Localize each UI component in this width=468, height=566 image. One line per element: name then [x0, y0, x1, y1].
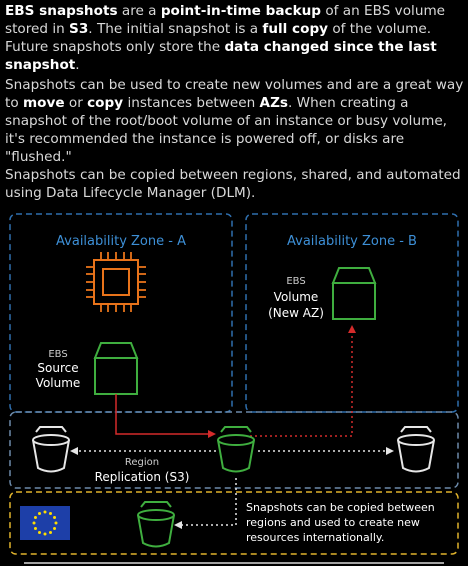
restore-to-new-az-arrow — [250, 325, 356, 437]
eu-star-icon — [33, 516, 37, 519]
intro-paragraph-1: EBS snapshots are a point-in-time backup… — [5, 2, 465, 74]
ec2-instance-chip-icon — [86, 252, 146, 312]
eu-star-icon — [54, 521, 58, 525]
source-ebs-volume-icon — [93, 342, 139, 395]
p1-segment: data changed since the last snapshot — [5, 39, 437, 73]
p1-segment: of the volume. Future snapshots only sto… — [5, 21, 432, 55]
region-box — [9, 411, 459, 489]
eu-star-icon — [38, 531, 41, 535]
p3-segment: Snapshots can be copied between regions,… — [5, 167, 461, 201]
eu-flag-icon — [20, 506, 70, 540]
p1-segment: are a — [117, 3, 161, 19]
p2-segment: AZs — [259, 95, 289, 111]
s3-bucket-icon-right — [397, 426, 435, 473]
p2-segment: move — [22, 95, 65, 111]
p1-segment: S3 — [69, 21, 89, 37]
s3-bucket-icon-left — [32, 426, 70, 473]
az-b-label: Availability Zone - B — [287, 234, 417, 249]
new-volume-label-line1: Volume — [274, 290, 319, 304]
p2-segment: instances between — [123, 95, 260, 111]
az-a-label: Availability Zone - A — [56, 234, 186, 249]
source-ebs-tag: EBS — [48, 349, 67, 360]
copy-note-line1: Snapshots can be copied between — [246, 501, 435, 514]
eu-star-icon — [43, 532, 47, 536]
p2-segment: . When creating a snapshot of the root/b… — [5, 95, 448, 165]
eu-star-icon — [33, 527, 37, 530]
international-region-box — [9, 491, 459, 555]
source-volume-label-line2: Volume — [36, 376, 81, 390]
p1-segment: . The initial snapshot is a — [88, 21, 263, 37]
new-az-ebs-volume-icon — [331, 267, 377, 320]
new-ebs-tag: EBS — [286, 276, 305, 287]
p2-segment: or — [64, 95, 88, 111]
region-tag: Region — [125, 457, 159, 468]
p1-segment: . — [75, 57, 80, 73]
eu-star-icon — [32, 521, 36, 525]
p1-segment: EBS snapshots — [5, 3, 118, 19]
p1-segment: point-in-time backup — [160, 3, 322, 19]
replication-label: Replication (S3) — [95, 470, 190, 484]
snapshot-create-arrow — [115, 394, 216, 438]
intro-paragraph-2: Snapshots can be used to create new volu… — [5, 76, 465, 166]
source-volume-label-line1: Source — [37, 361, 78, 375]
eu-star-icon — [53, 527, 57, 530]
cross-region-copy-arrow — [174, 478, 237, 529]
eu-star-icon — [53, 516, 57, 519]
copy-note-line3: resources internationally. — [246, 531, 384, 544]
s3-bucket-icon-center — [217, 426, 255, 473]
intro-paragraph-3: Snapshots can be copied between regions,… — [5, 166, 465, 202]
s3-bucket-icon-international — [137, 501, 175, 548]
p2-segment: Snapshots can be used to create new volu… — [5, 77, 464, 111]
az-a-box — [9, 213, 233, 413]
p1-segment: full copy — [262, 21, 329, 37]
p2-segment: copy — [87, 95, 124, 111]
eu-star-icon — [38, 511, 41, 515]
copy-note-line2: regions and used to create new — [246, 516, 420, 529]
eu-star-icon — [49, 531, 52, 535]
eu-star-icon — [43, 510, 47, 514]
eu-star-icon — [49, 511, 52, 515]
new-volume-label-line2: (New AZ) — [268, 306, 324, 320]
p1-segment: of an EBS volume stored in — [5, 3, 446, 37]
